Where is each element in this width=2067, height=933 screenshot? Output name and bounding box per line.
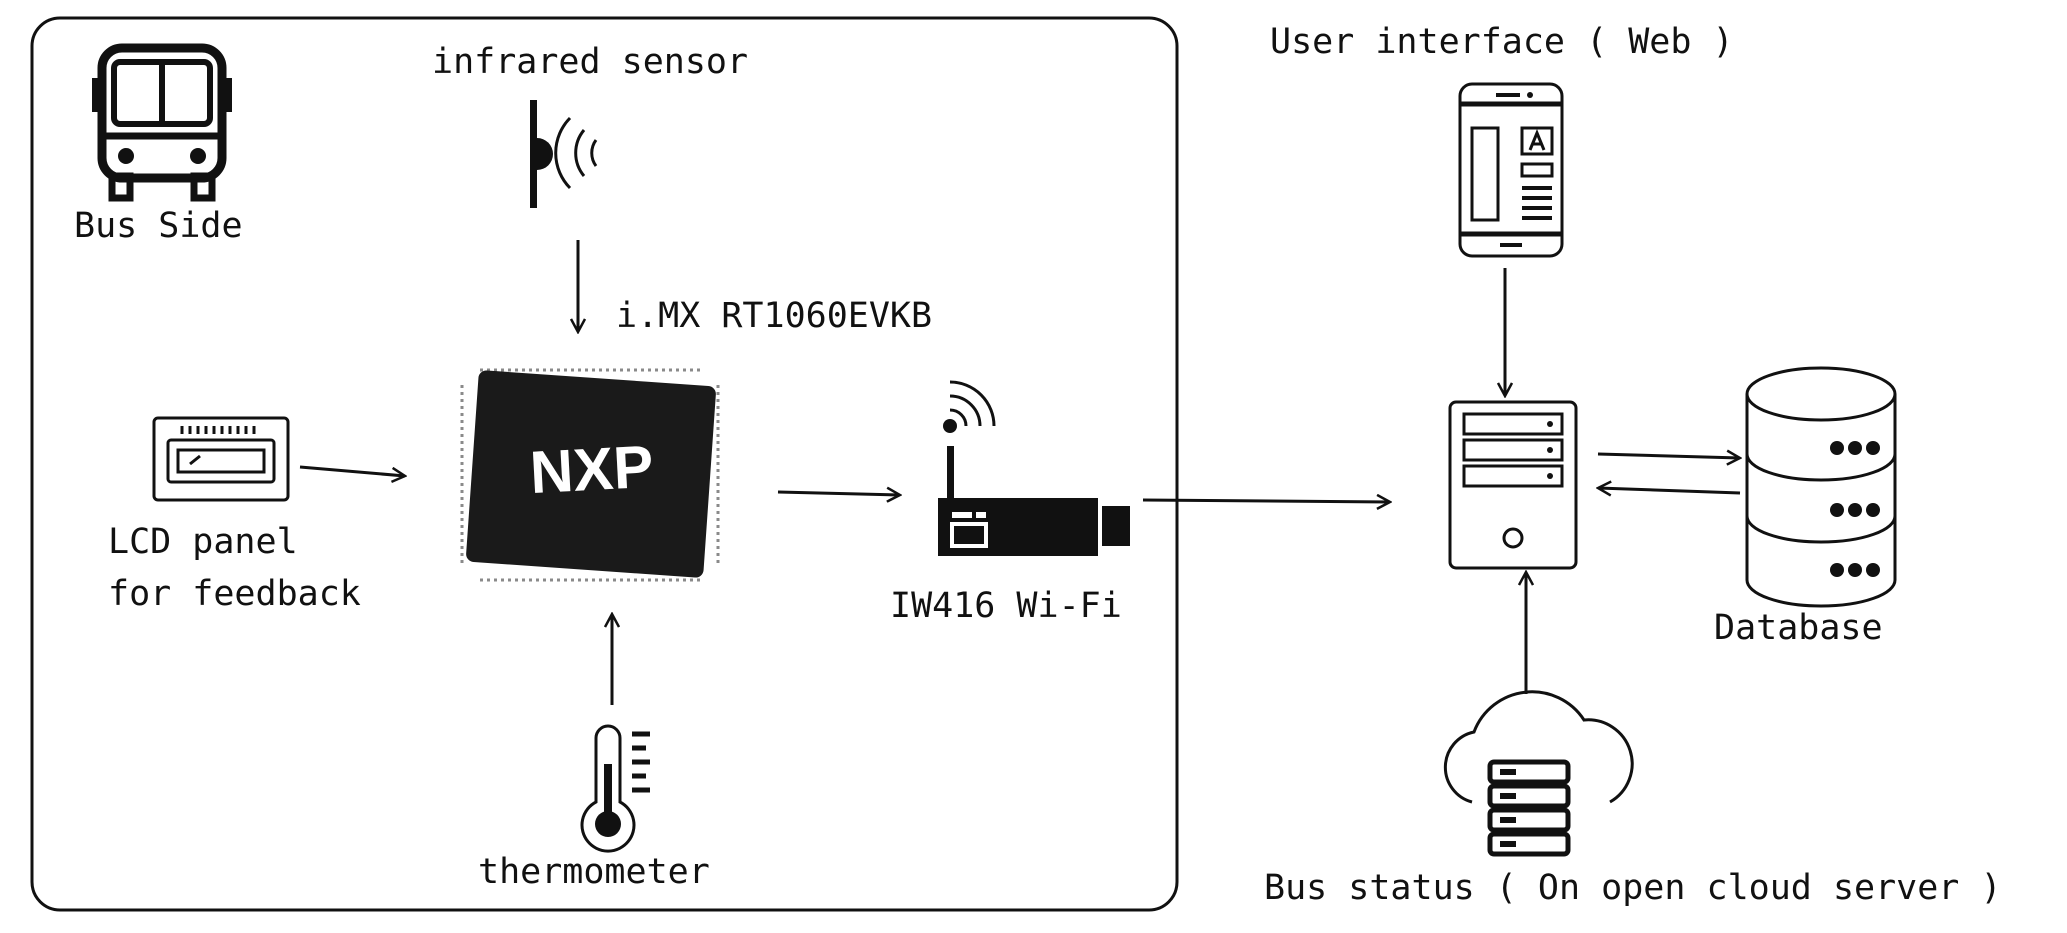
thermometer-label: thermometer xyxy=(478,852,710,892)
chip-logo-text: NXP xyxy=(528,433,655,506)
database-label: Database xyxy=(1714,608,1883,648)
arrow-wifi-to-server xyxy=(1142,500,1390,502)
lcd-label-line1: LCD panel xyxy=(108,522,298,562)
wifi-module-icon xyxy=(938,380,1130,556)
server-icon xyxy=(1448,400,1578,570)
arrow-mcu-to-wifi xyxy=(777,492,900,495)
nxp-chip-icon: NXP xyxy=(460,368,720,582)
lcd-panel-icon xyxy=(152,416,290,502)
bus-side-label: Bus Side xyxy=(74,206,243,246)
mcu-label: i.MX RT1060EVKB xyxy=(616,296,933,336)
user-interface-label: User interface ( Web ) xyxy=(1270,22,1734,62)
cloud-server-icon xyxy=(1443,690,1634,857)
bus-icon xyxy=(92,43,232,202)
lcd-label-line2: for feedback xyxy=(108,574,361,614)
arrow-database-to-server xyxy=(1598,488,1741,493)
bus-status-label: Bus status ( On open cloud server ) xyxy=(1264,868,2002,908)
thermometer-icon xyxy=(580,724,650,853)
wifi-label: IW416 Wi-Fi xyxy=(890,586,1122,626)
database-icon xyxy=(1745,366,1897,608)
arrow-server-to-database xyxy=(1597,454,1740,458)
infrared-sensor-label: infrared sensor xyxy=(432,42,749,82)
infrared-sensor-icon xyxy=(530,100,598,208)
phone-ui-icon xyxy=(1458,82,1564,258)
bus-side-boundary xyxy=(30,16,1179,912)
arrow-lcd-to-mcu xyxy=(299,465,405,476)
